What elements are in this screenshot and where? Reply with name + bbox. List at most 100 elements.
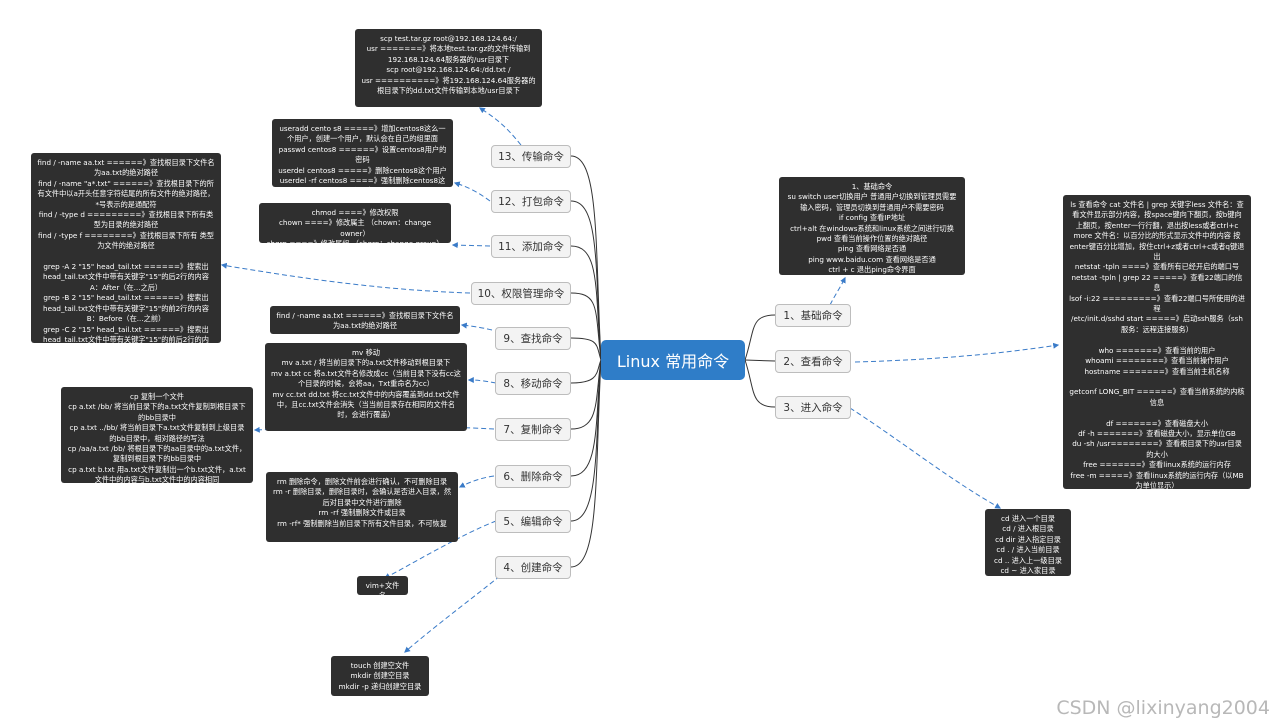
note-line: cp a.txt /bb/ 将当前目录下的a.txt文件复制到根目录下的bb目录… <box>68 402 246 422</box>
note-line: mkdir -p 递归创建空目录 <box>338 681 422 691</box>
note-line: ls 查看命令 cat 文件名 | grep 关键字less 文件名：查看文件显… <box>1070 200 1244 230</box>
note-line: chgrp ====》修改属组 （chgrp：change group） <box>265 239 445 243</box>
note-line: usr =======》将本地test.tar.gz的文件传输到192.168.… <box>366 44 531 64</box>
note-line: free =======》查看linux系统的运行内存 <box>1083 460 1231 470</box>
note-line: df -h =======》查看磁盘大小，显示单位GB <box>1078 428 1236 438</box>
note-line: cp a.txt ../bb/ 将当前目录下a.txt文件复制到上级目录的bb目… <box>69 423 245 443</box>
note-line: grep -B 2 "15" head_tail.txt ======》搜索出h… <box>43 293 209 324</box>
note-line <box>1069 408 1245 418</box>
branch-create-commands[interactable]: 4、创建命令 <box>495 556 571 579</box>
branch-enter-commands[interactable]: 3、进入命令 <box>775 396 851 419</box>
link-b3 <box>849 407 1002 509</box>
note-line: usr ==========》将192.168.124.64服务器的根目录下的d… <box>361 75 536 96</box>
note-line: rm -rf 强制删除文件或目录 <box>318 508 406 518</box>
central-topic[interactable]: Linux 常用命令 <box>601 340 745 380</box>
note-line: mv a.txt / 将当前目录下的a.txt文件移动到根目录下 <box>281 358 451 368</box>
link-b11 <box>451 242 491 249</box>
note-line: cd / 进入根目录 <box>1002 524 1054 534</box>
note-line <box>1069 377 1245 387</box>
branch-view-commands[interactable]: 2、查看命令 <box>775 350 851 373</box>
note-line: if config 查看IP地址 <box>838 213 906 223</box>
note-line: mv cc.txt dd.txt 将cc.txt文件中的内容覆盖到dd.txt文… <box>272 389 460 420</box>
note-line <box>37 252 215 262</box>
note-line: rm 删除命令，删除文件前会进行确认，不可删除目录 <box>276 477 448 486</box>
note-line: find / -name "a*.txt" ======》查找根目录下的所有文件… <box>37 178 215 209</box>
note-line: ping 查看网络是否通 <box>837 244 907 254</box>
curve-b2 <box>744 359 776 362</box>
branch-pack-commands[interactable]: 12、打包命令 <box>491 190 571 213</box>
note-line: cd ~ 进入家目录 <box>1000 566 1056 576</box>
branch-add-commands[interactable]: 11、添加命令 <box>491 235 571 258</box>
note-line: passwd centos8 ======》设置centos8用户的密码 <box>278 144 447 165</box>
note-line: netstat -tpln ====》查看所有已经开启的端口号 <box>1074 262 1240 272</box>
note-line: cp 复制一个文件 <box>130 392 184 401</box>
note-line: rm -rf* 强制删除当前目录下所有文件目录，不可恢复 <box>277 518 447 528</box>
note-line: cp a.txt b.txt 用a.txt文件复制出一个b.txt文件，a.tx… <box>68 464 246 483</box>
curve-b13 <box>570 155 602 361</box>
note-line: pwd 查看当前操作位置的绝对路径 <box>816 234 928 244</box>
curve-b9 <box>570 337 602 361</box>
note-line: cd .. 进入上一级目录 <box>994 555 1062 565</box>
link-b8 <box>467 377 497 384</box>
note-line: scp test.tar.gz root@192.168.124.64:/ <box>380 34 517 43</box>
note-line: ctrl + c 退出ping命令界面 <box>828 265 916 275</box>
note-line: whoami ========》查看当前操作用户 <box>1085 356 1229 366</box>
note-view: ls 查看命令 cat 文件名 | grep 关键字less 文件名：查看文件显… <box>1063 195 1251 489</box>
note-line: getconf LONG_BIT ======》查看当前系统的内核信息 <box>1069 387 1245 407</box>
note-line: hostname =======》查看当前主机名称 <box>1084 366 1230 376</box>
note-line: mv 移动 <box>352 348 380 357</box>
curve-b6 <box>570 359 602 477</box>
branch-copy-commands[interactable]: 7、复制命令 <box>495 418 571 441</box>
note-line: userdel centos8 =====》删除centos8这个用户 <box>278 165 447 175</box>
note-permission: find / -name aa.txt ======》查找根目录下文件名为aa.… <box>31 153 221 343</box>
note-line: du -sh /usr========》查看根目录下的usr目录的大小 <box>1072 439 1242 459</box>
curve-b3 <box>744 359 776 408</box>
note-line: cd . / 进入当前目录 <box>996 545 1060 555</box>
branch-permission-commands[interactable]: 10、权限管理命令 <box>471 282 571 305</box>
note-line: find / -name aa.txt ======》查找根目录下文件名为aa.… <box>276 311 454 331</box>
note-line <box>1069 335 1245 345</box>
note-line: find / -type d =========》查找根目录下所有类型为目录的绝… <box>38 210 214 230</box>
note-line: grep -C 2 "15" head_tail.txt ======》搜索出h… <box>43 324 209 344</box>
note-line: df =======》查看磁盘大小 <box>1106 418 1208 428</box>
note-line: touch 创建空文件 <box>350 661 410 670</box>
note-line: useradd cento s8 =====》增加centos8这么一个用户，创… <box>279 124 446 144</box>
note-line: su switch user切换用户 普通用户切换到管理员需要输入密码，管理员切… <box>787 192 957 212</box>
branch-move-commands[interactable]: 8、移动命令 <box>495 372 571 395</box>
link-b2 <box>854 342 1060 363</box>
link-b5 <box>383 520 497 579</box>
note-line: scp root@192.168.124.64:/dd.txt / <box>386 65 511 75</box>
curve-b4 <box>570 359 602 568</box>
note-line: mv a.txt cc 将a.txt文件名修改成cc（当前目录下没有cc这个目录… <box>271 368 461 389</box>
note-line: cd dir 进入指定目录 <box>995 534 1061 544</box>
watermark: CSDN @lixinyang2004 <box>1056 697 1270 719</box>
branch-transfer-commands[interactable]: 13、传输命令 <box>491 145 571 168</box>
curve-b10 <box>570 292 602 361</box>
note-line: chmod ====》修改权限 <box>311 208 399 217</box>
branch-find-commands[interactable]: 9、查找命令 <box>495 327 571 350</box>
link-b12 <box>453 181 491 202</box>
note-line: lsof -i:22 =========》查看22端口号所使用的进程 <box>1069 293 1245 314</box>
note-line: who =======》查看当前的用户 <box>1098 345 1216 355</box>
note-line: /etc/init.d/sshd start =====》启动ssh服务（ssh… <box>1071 314 1243 334</box>
note-line: ctrl+alt 在windows系统和linux系统之间进行切换 <box>790 223 954 233</box>
link-b4 <box>404 575 501 653</box>
note-line: ping www.baidu.com 查看网络是否通 <box>808 254 936 264</box>
note-transfer: scp test.tar.gz root@192.168.124.64:/usr… <box>355 29 542 107</box>
note-find: find / -name aa.txt ======》查找根目录下文件名为aa.… <box>270 306 460 334</box>
branch-delete-commands[interactable]: 6、删除命令 <box>495 465 571 488</box>
note-line: cd 进入一个目录 <box>1001 514 1055 523</box>
curve-b11 <box>570 245 602 361</box>
note-pack: useradd cento s8 =====》增加centos8这么一个用户，创… <box>272 119 453 187</box>
note-line: cp /aa/a.txt /bb/ 将根目录下的aa目录中的a.txt文件，复制… <box>67 444 247 464</box>
note-line: grep -A 2 "15" head_tail.txt ======》搜索出h… <box>43 262 209 292</box>
branch-basic-commands[interactable]: 1、基础命令 <box>775 304 851 327</box>
branch-edit-commands[interactable]: 5、编辑命令 <box>495 510 571 533</box>
curve-b5 <box>570 359 602 522</box>
